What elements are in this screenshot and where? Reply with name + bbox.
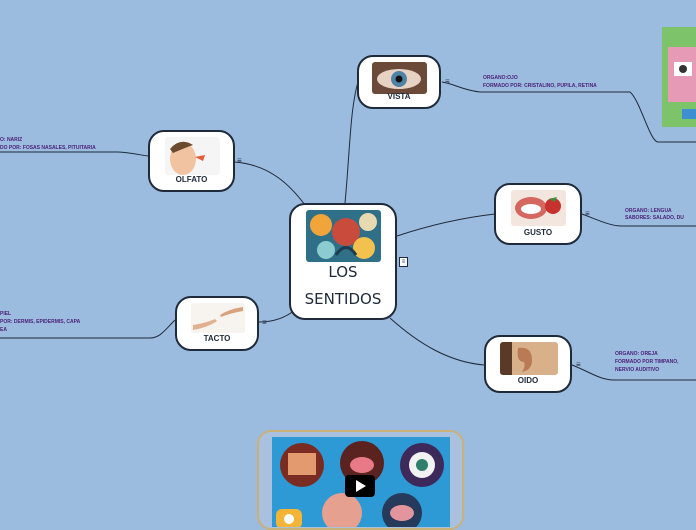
play-button[interactable] [345, 475, 375, 497]
connector-tacto-note [0, 319, 176, 339]
node-gusto[interactable]: GUSTO [494, 183, 582, 245]
node-label: TACTO [203, 334, 231, 343]
connector-gusto [396, 213, 496, 237]
menu-icon[interactable]: ≡ [262, 318, 267, 327]
node-label: GUSTO [523, 228, 553, 237]
nose-image [165, 137, 220, 175]
note-tacto-line2: POR: DERMIS, EPIDERMIS, CAPA [0, 319, 81, 325]
note-oido-line3: NERVIO AUDITIVO [615, 367, 660, 373]
eye-image [372, 62, 427, 94]
connector-gusto-note [581, 213, 696, 227]
central-title-line2: SENTIDOS [304, 290, 382, 308]
connector-vista-note [441, 81, 696, 143]
note-gusto-line2: SABORES: SALADO, DU [625, 215, 684, 221]
node-label: OIDO [517, 376, 539, 385]
node-oido[interactable]: OIDO [484, 335, 572, 393]
eye-illustration-image [662, 27, 696, 127]
central-node[interactable]: LOS SENTIDOS [289, 203, 397, 320]
hands-image [191, 303, 245, 333]
connector-vista [344, 81, 359, 204]
note-gusto-line1: ORGANO: LENGUA [625, 208, 672, 214]
node-olfato[interactable]: OLFATO [148, 130, 235, 192]
note-tacto-line1: PIEL [0, 311, 12, 317]
central-title-line1: LOS [328, 263, 358, 281]
note-vista-line1: ORGANO:OJO [483, 75, 518, 81]
note-tacto-line3: EA [0, 327, 7, 333]
menu-icon[interactable]: ≡ [445, 77, 450, 86]
note-olfato-line1: O: NARIZ [0, 137, 23, 143]
note-oido-line1: ORGANO: OREJA [615, 351, 658, 357]
connector-oido-note [571, 364, 696, 381]
connector-olfato [234, 161, 306, 206]
node-vista[interactable]: VISTA [357, 55, 441, 109]
node-label: VISTA [387, 92, 411, 101]
menu-icon[interactable]: ≡ [585, 209, 590, 218]
play-icon [356, 480, 366, 492]
mouth-image [511, 190, 566, 226]
node-label: OLFATO [175, 175, 208, 184]
senses-collage-image [306, 210, 381, 262]
menu-icon[interactable]: ≡ [237, 156, 242, 165]
note-vista-line2: FORMADO POR: CRISTALINO, PUPILA, RETINA [483, 83, 597, 89]
note-olfato-line2: DO POR: FOSAS NASALES, PITUITARIA [0, 145, 96, 151]
ear-image [500, 342, 558, 375]
node-tacto[interactable]: TACTO [175, 296, 259, 351]
note-oido-line2: FORMADO POR TIMPANO, [615, 359, 679, 365]
connector-olfato-note [0, 151, 149, 157]
connector-oido [389, 317, 485, 366]
list-icon[interactable]: ≡ [399, 257, 408, 267]
video-node[interactable] [257, 430, 464, 530]
menu-icon[interactable]: ≡ [576, 360, 581, 369]
